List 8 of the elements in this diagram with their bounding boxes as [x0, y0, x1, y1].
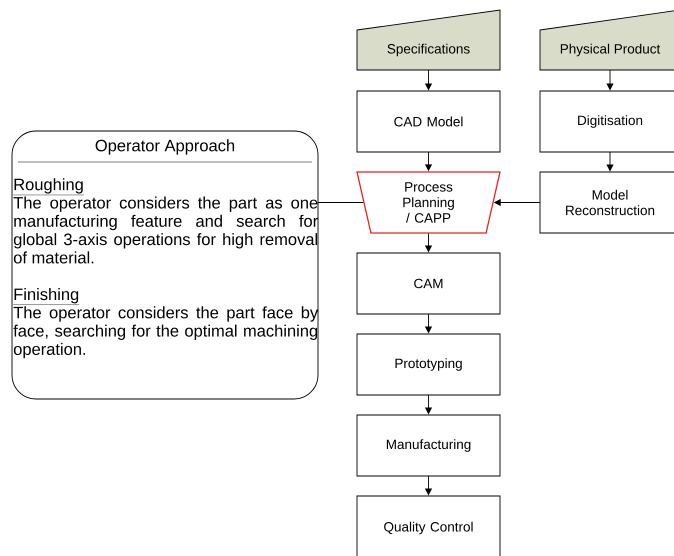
process-box: Prototyping [356, 334, 500, 396]
trapezoid-box: Process Planning / CAPP [356, 171, 501, 234]
process-box: Quality Control [356, 496, 500, 556]
process-box: CAM [356, 252, 500, 314]
process-box: CAD Model [356, 90, 500, 152]
process-box: Manufacturing [356, 414, 500, 476]
process-box: Digitisation [540, 90, 674, 152]
process-box: Model Reconstruction [540, 172, 674, 234]
